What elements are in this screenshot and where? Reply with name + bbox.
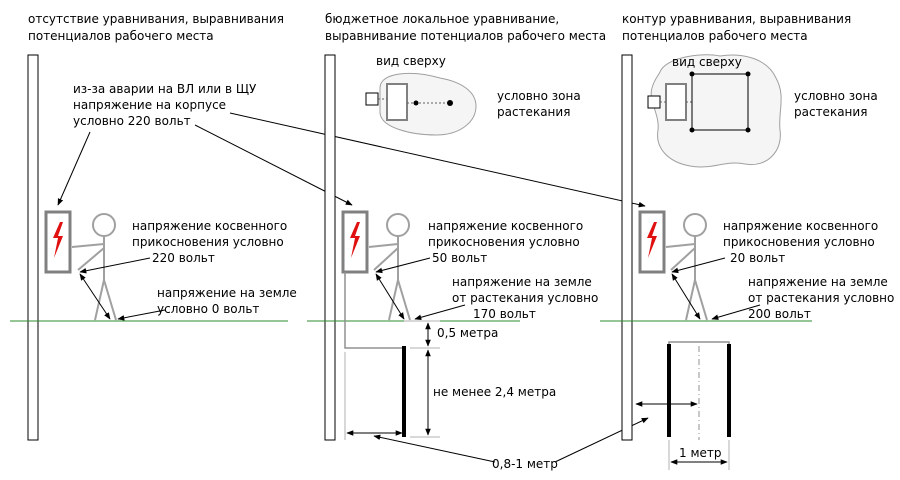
arrow-ground-1 bbox=[117, 309, 166, 321]
lightning-icon bbox=[53, 222, 63, 258]
section3-title-line2: потенциалов рабочего места bbox=[622, 29, 808, 43]
ground-voltage-2-line3: 170 вольт bbox=[473, 307, 536, 321]
ground-voltage-3-line1: напряжение на земле bbox=[748, 275, 888, 289]
wall-3 bbox=[621, 54, 633, 441]
arrow-ground-3 bbox=[711, 304, 761, 320]
top-view-panel-3 bbox=[647, 95, 661, 109]
depth-label: 0,5 метра bbox=[437, 326, 498, 340]
zone-label-3-line1: условно зона bbox=[794, 89, 878, 103]
touch-voltage-2-line3: 50 вольт bbox=[432, 251, 487, 265]
touch-voltage-3-line2: прикосновения условно bbox=[723, 235, 875, 249]
section-budget-equalization: бюджетное локальное уравнивание, выравни… bbox=[307, 12, 606, 441]
touch-voltage-1-line1: напряжение косвенного bbox=[132, 219, 287, 233]
zone-label-2-line2: растекания bbox=[497, 105, 570, 119]
accident-text-line1: из-за аварии на ВЛ или в ЩУ bbox=[73, 82, 257, 96]
lightning-icon-3 bbox=[647, 222, 657, 258]
arrow-body-path-3 bbox=[671, 273, 701, 320]
ground-voltage-3-line3: 200 вольт bbox=[748, 307, 811, 321]
lightning-icon-2 bbox=[350, 222, 360, 258]
top-view-rod-2 bbox=[447, 100, 453, 106]
ground-voltage-1-line1: напряжение на земле bbox=[157, 286, 297, 300]
section2-title-line1: бюджетное локальное уравнивание, bbox=[325, 12, 559, 26]
section-contour-equalization: контур уравнивания, выравнивания потенци… bbox=[600, 12, 894, 470]
wall-2 bbox=[324, 54, 336, 441]
arrow-body-path-1 bbox=[79, 273, 111, 320]
contour-node-3 bbox=[689, 127, 695, 133]
ground-contour-top-view bbox=[691, 73, 749, 131]
arrow-accident-to-panel-3 bbox=[229, 112, 646, 208]
section3-title-line1: контур уравнивания, выравнивания bbox=[622, 12, 851, 26]
zone-label-3-line2: растекания bbox=[794, 105, 867, 119]
ground-voltage-1-line2: условно 0 вольт bbox=[157, 302, 259, 316]
contour-node-4 bbox=[745, 127, 751, 133]
zone-label-2-line1: условно зона bbox=[497, 89, 581, 103]
section-no-equalization: отсутствие уравнивания, выравнивания пот… bbox=[10, 12, 297, 441]
arrow-body-path-2 bbox=[375, 273, 405, 320]
section2-top-view-label: вид сверху bbox=[376, 54, 446, 68]
accident-text-line3: условно 220 вольт bbox=[73, 114, 191, 128]
person-figure-2 bbox=[368, 213, 411, 321]
arrow-distance-to-3 bbox=[554, 417, 649, 463]
arrow-touch-1 bbox=[79, 257, 151, 274]
touch-voltage-2-line2: прикосновения условно bbox=[428, 235, 580, 249]
contour-node-1 bbox=[689, 71, 695, 77]
person-figure-1 bbox=[71, 213, 117, 321]
section1-title-line2: потенциалов рабочего места bbox=[28, 29, 214, 43]
touch-voltage-2-line1: напряжение косвенного bbox=[428, 219, 583, 233]
section2-title-line2: выравнивание потенциалов рабочего места bbox=[325, 29, 606, 43]
arrow-touch-2 bbox=[375, 257, 431, 274]
contour-node-2 bbox=[745, 71, 751, 77]
arrow-ground-2 bbox=[414, 304, 466, 320]
top-view-panel-2 bbox=[365, 92, 379, 106]
touch-voltage-1-line3: 220 вольт bbox=[152, 251, 215, 265]
arrow-accident-to-panel bbox=[57, 131, 91, 206]
rod-length-label: не менее 2,4 метра bbox=[433, 385, 556, 399]
touch-voltage-1-line2: прикосновения условно bbox=[132, 235, 284, 249]
arrow-touch-3 bbox=[671, 257, 726, 274]
person-figure-3 bbox=[665, 213, 708, 321]
wall-1 bbox=[27, 54, 39, 441]
rod-spacing-label: 1 метр bbox=[679, 446, 722, 460]
distance-label: 0,8-1 метр bbox=[492, 457, 558, 471]
touch-voltage-3-line1: напряжение косвенного bbox=[723, 219, 878, 233]
top-view-person-2 bbox=[386, 83, 408, 121]
grounding-wire-2 bbox=[344, 272, 404, 349]
ground-voltage-3-line2: от растекания условно bbox=[748, 291, 894, 305]
section3-top-view-label: вид сверху bbox=[672, 55, 742, 69]
arrow-distance-to-2 bbox=[373, 434, 496, 463]
contour-wire-3 bbox=[668, 341, 730, 346]
accident-text-line2: напряжение на корпусе bbox=[73, 98, 226, 112]
section1-title-line1: отсутствие уравнивания, выравнивания bbox=[28, 12, 284, 26]
touch-voltage-3-line3: 20 вольт bbox=[730, 251, 785, 265]
ground-voltage-2-line1: напряжение на земле bbox=[452, 275, 592, 289]
top-view-person-3 bbox=[665, 83, 687, 121]
ground-voltage-2-line2: от растекания условно bbox=[452, 291, 598, 305]
top-view-node-2a bbox=[413, 100, 419, 106]
